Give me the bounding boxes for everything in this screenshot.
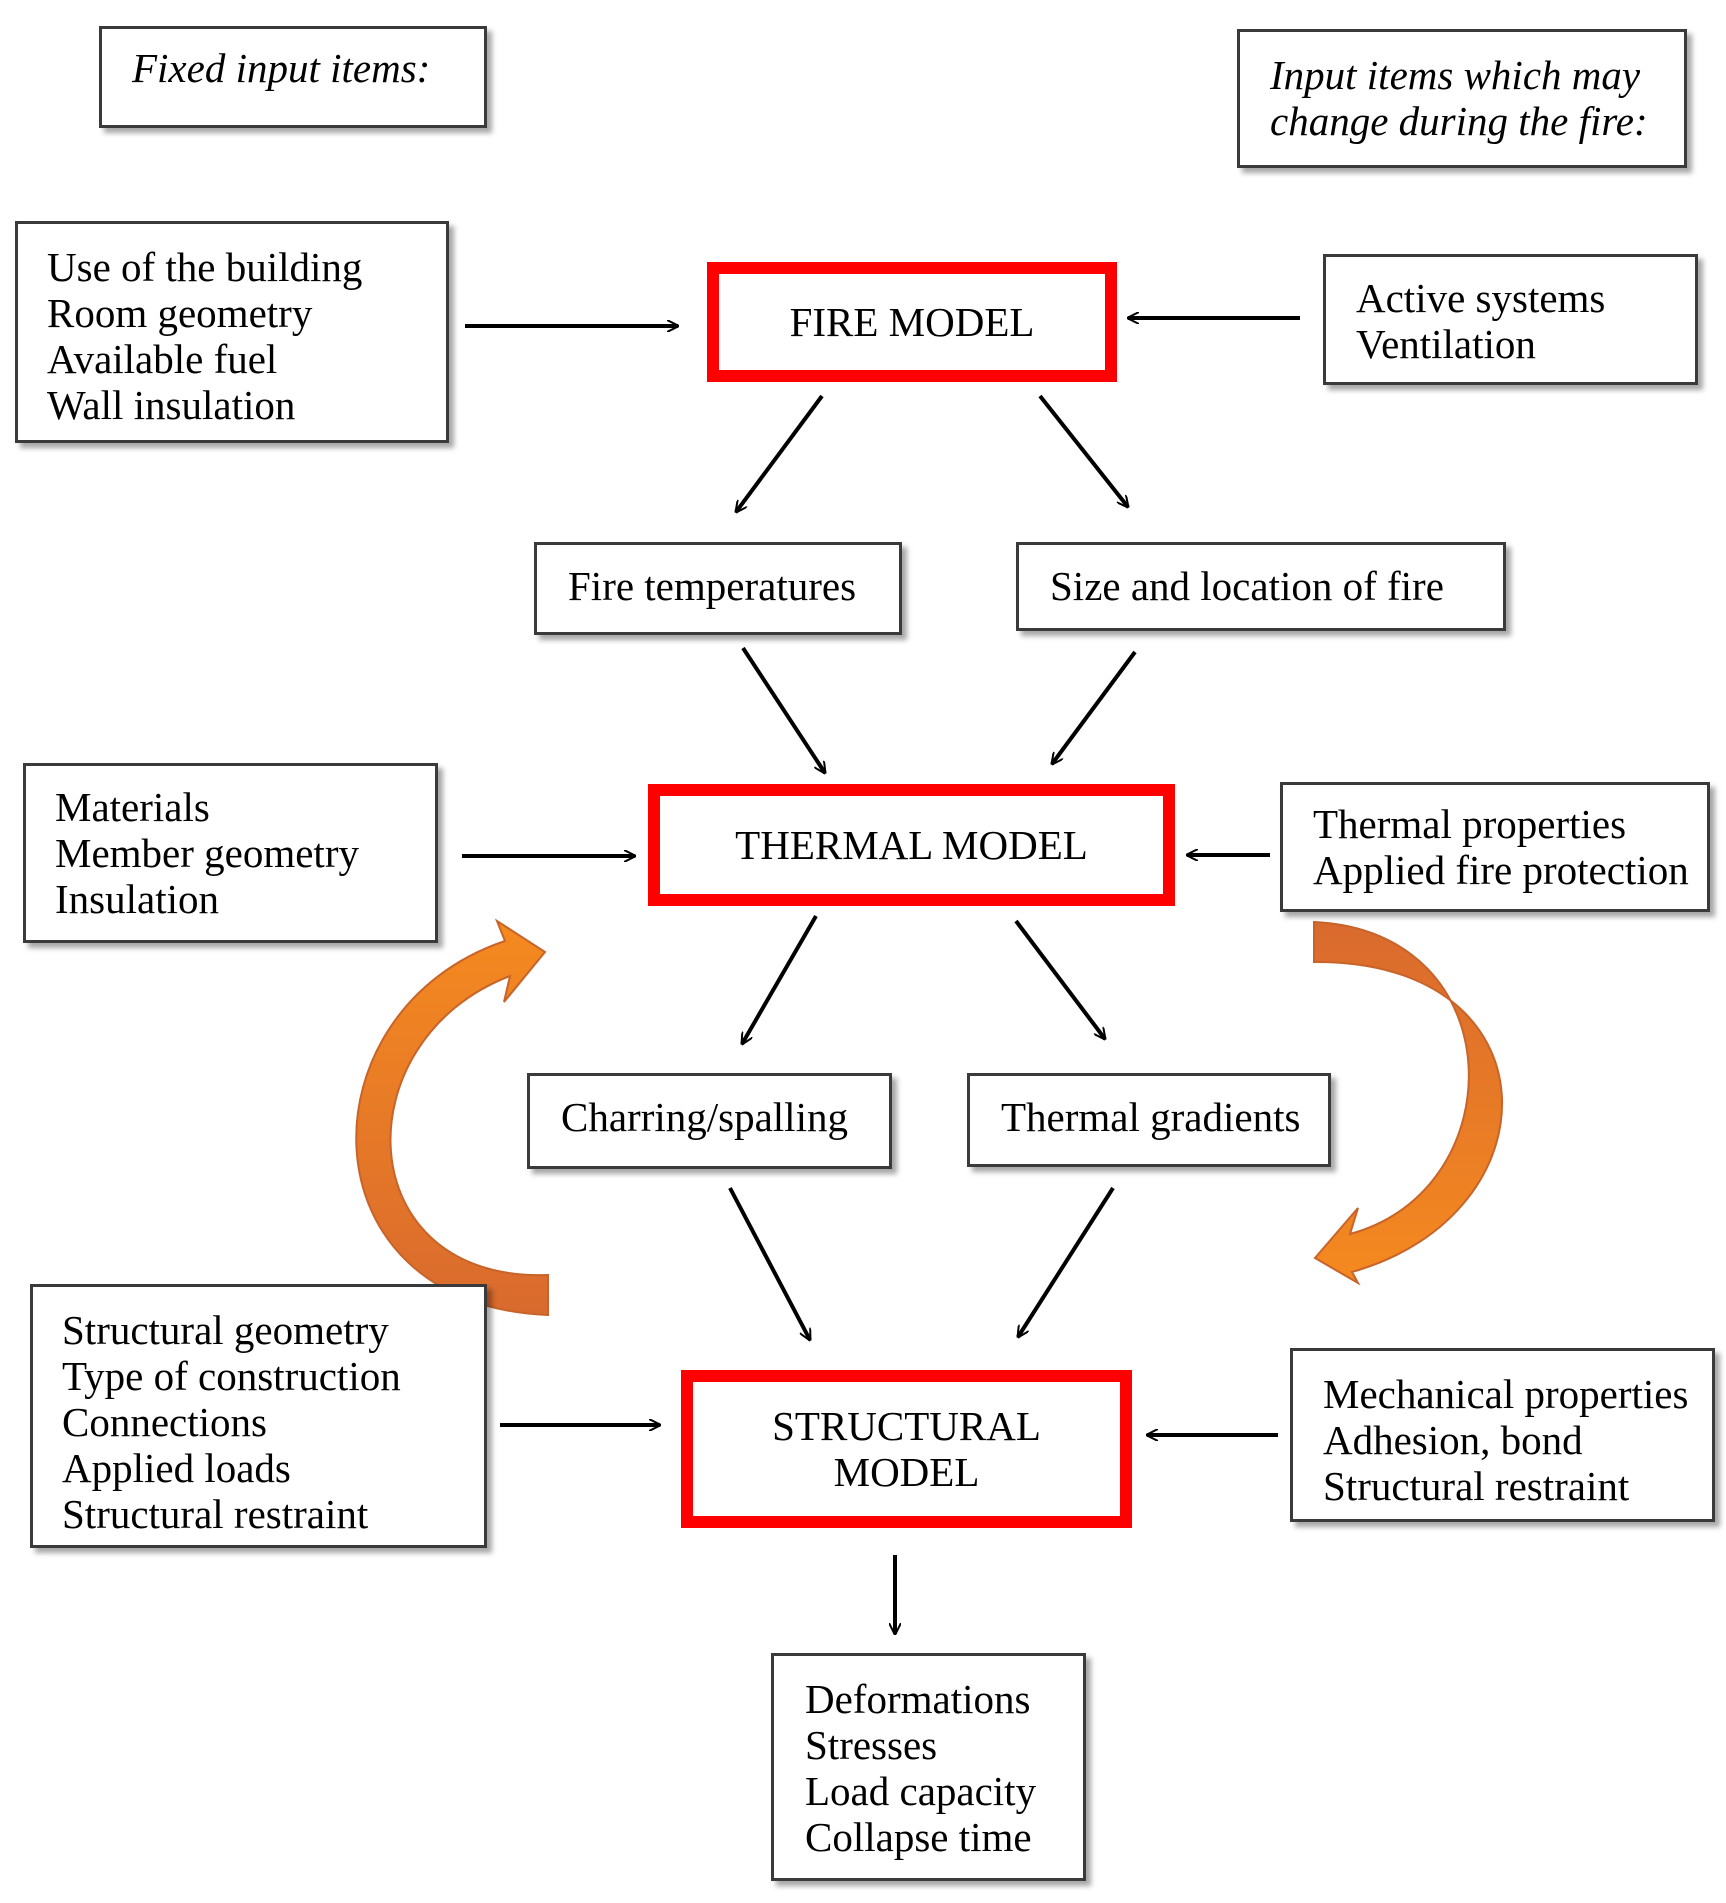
feedback-arrow-left	[355, 918, 549, 1317]
structural-model-label-line-2: MODEL	[833, 1449, 980, 1495]
output-item: Collapse time	[805, 1814, 1032, 1860]
thermal-gradients-box: Thermal gradients	[967, 1073, 1331, 1167]
fire-fixed-input-item: Use of the building	[47, 244, 363, 290]
thermal-model-label: THERMAL MODEL	[735, 822, 1088, 868]
structural-variable-inputs-box: Mechanical properties Adhesion, bond Str…	[1290, 1348, 1715, 1522]
arrow-fire-to-size-location	[1038, 394, 1128, 507]
fire-model-label-line-1: FIRE MODEL	[789, 299, 1035, 345]
fixed-inputs-heading-text: Fixed input items:	[132, 45, 431, 91]
structural-fixed-input-item: Type of construction	[62, 1353, 401, 1399]
thermal-fixed-input-item: Member geometry	[55, 830, 359, 876]
structural-model-label: STRUCTURAL MODEL	[772, 1403, 1041, 1495]
arrow-temperatures-to-thermal	[741, 646, 825, 773]
thermal-variable-inputs-box: Thermal properties Applied fire protecti…	[1280, 782, 1710, 912]
fire-model-label: FIRE MODEL	[790, 299, 1035, 345]
arrow-thermal-to-gradients	[1014, 919, 1105, 1039]
feedback-arrow-right	[1313, 920, 1504, 1286]
fire-model-box: FIRE MODEL	[707, 262, 1117, 382]
arrow-gradients-to-structural	[1018, 1186, 1115, 1337]
structural-model-box: STRUCTURAL MODEL	[681, 1370, 1132, 1528]
outputs-box: Deformations Stresses Load capacity Coll…	[771, 1653, 1086, 1881]
fire-fixed-input-item: Available fuel	[47, 336, 278, 382]
structural-fixed-input-item: Structural restraint	[62, 1491, 369, 1537]
thermal-variable-input-item: Applied fire protection	[1313, 847, 1689, 893]
changing-inputs-heading-line-2: change during the fire:	[1270, 98, 1648, 144]
structural-model-label-line-1: STRUCTURAL	[772, 1403, 1041, 1449]
fire-variable-input-item: Active systems	[1356, 275, 1606, 321]
fire-fixed-input-item: Wall insulation	[47, 382, 296, 428]
structural-fixed-input-item: Structural geometry	[62, 1307, 389, 1353]
thermal-fixed-input-item: Materials	[55, 784, 210, 830]
structural-fixed-input-item: Applied loads	[62, 1445, 291, 1491]
arrow-fire-to-temperatures	[736, 394, 824, 512]
fire-variable-inputs-box: Active systems Ventilation	[1323, 254, 1698, 385]
output-item: Load capacity	[805, 1768, 1037, 1814]
structural-variable-input-item: Adhesion, bond	[1323, 1417, 1583, 1463]
thermal-gradients-label: Thermal gradients	[1001, 1094, 1301, 1140]
changing-inputs-heading-line-1: Input items which may	[1270, 52, 1641, 98]
thermal-model-label-line-1: THERMAL MODEL	[735, 822, 1088, 868]
size-location-label: Size and location of fire	[1050, 563, 1444, 609]
fire-temperatures-box: Fire temperatures	[534, 542, 902, 635]
structural-variable-input-item: Structural restraint	[1323, 1463, 1630, 1509]
structural-variable-input-item: Mechanical properties	[1323, 1371, 1689, 1417]
charring-spalling-box: Charring/spalling	[527, 1073, 892, 1169]
fire-fixed-inputs-box: Use of the building Room geometry Availa…	[15, 221, 449, 443]
fire-variable-input-item: Ventilation	[1356, 321, 1536, 367]
fire-temperatures-label: Fire temperatures	[568, 563, 857, 609]
thermal-fixed-inputs-box: Materials Member geometry Insulation	[23, 763, 438, 943]
fire-fixed-input-item: Room geometry	[47, 290, 313, 336]
thermal-model-box: THERMAL MODEL	[648, 784, 1175, 906]
fixed-inputs-heading: Fixed input items:	[99, 26, 487, 128]
arrow-size-location-to-thermal	[1052, 650, 1137, 764]
thermal-fixed-input-item: Insulation	[55, 876, 219, 922]
size-location-box: Size and location of fire	[1016, 542, 1506, 631]
output-item: Stresses	[805, 1722, 938, 1768]
output-item: Deformations	[805, 1676, 1031, 1722]
changing-inputs-heading: Input items which may change during the …	[1237, 29, 1687, 168]
thermal-variable-input-item: Thermal properties	[1313, 801, 1627, 847]
charring-spalling-label: Charring/spalling	[561, 1094, 848, 1140]
structural-fixed-inputs-box: Structural geometry Type of construction…	[30, 1284, 487, 1548]
structural-fixed-input-item: Connections	[62, 1399, 267, 1445]
arrow-charring-to-structural	[728, 1187, 812, 1340]
arrow-thermal-to-charring	[740, 914, 818, 1044]
